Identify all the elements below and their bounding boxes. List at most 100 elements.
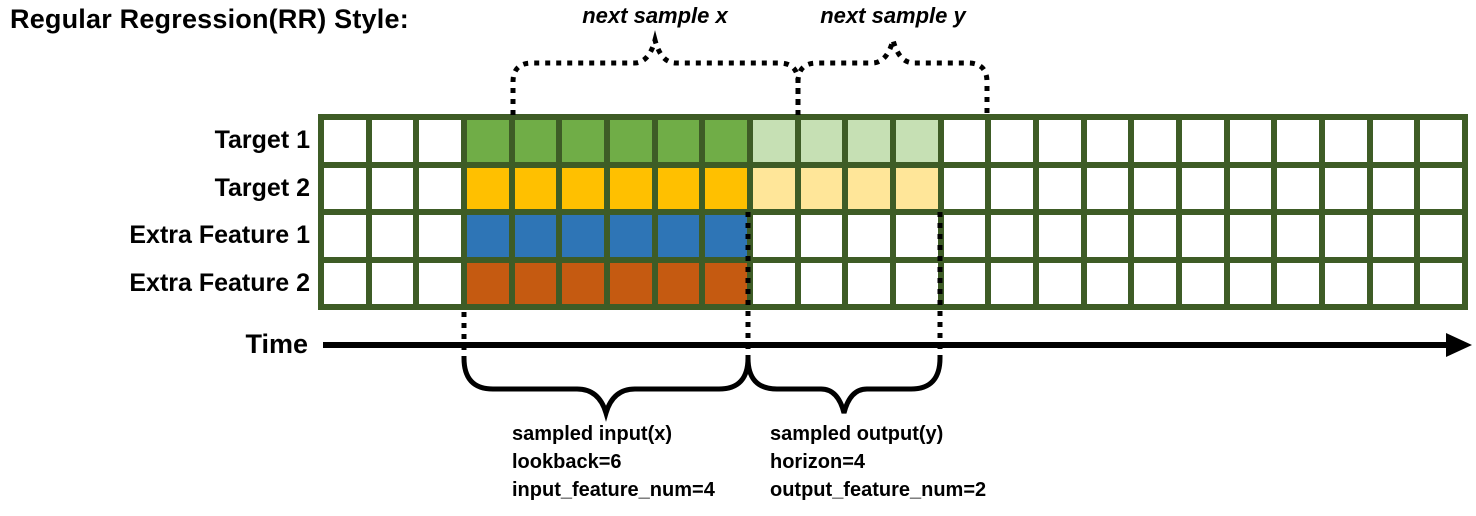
time-arrow-head [1446, 333, 1472, 357]
grid-cell [800, 120, 843, 162]
grid-cell [1229, 262, 1272, 304]
grid-cell [562, 167, 604, 209]
grid-cell [419, 262, 461, 304]
grid-cell [800, 167, 843, 209]
grid-cell [657, 167, 700, 209]
grid-cell [562, 120, 604, 162]
grid-cell [1325, 120, 1367, 162]
grid-cell [514, 215, 557, 257]
grid-cell [896, 215, 938, 257]
grid-cell [1086, 262, 1129, 304]
grid-cell [1372, 167, 1415, 209]
sampled-output-brace [745, 357, 943, 414]
grid-cell [896, 262, 938, 304]
grid-cell [848, 120, 890, 162]
grid-cell [896, 167, 938, 209]
sampled-output-line2: horizon=4 [770, 451, 866, 473]
grid-cell [1039, 262, 1081, 304]
grid-cell [324, 215, 366, 257]
grid-cell [705, 215, 747, 257]
grid-cell [324, 120, 366, 162]
grid-cell [1277, 215, 1319, 257]
grid-cell [1229, 167, 1272, 209]
grid-cell [753, 262, 795, 304]
grid-cell [943, 262, 986, 304]
grid-cell [943, 120, 986, 162]
grid-cell [753, 167, 795, 209]
grid-cell [1086, 215, 1129, 257]
sampled-output-line3: output_feature_num=2 [770, 479, 987, 501]
grid-cell [610, 167, 652, 209]
grid-cell [1134, 167, 1176, 209]
sampled-input-line1: sampled input(x) [512, 423, 673, 445]
grid-cell [753, 215, 795, 257]
sampled-output-note: sampled output(y) horizon=4 output_feature… [770, 420, 986, 504]
sampled-input-brace [461, 357, 751, 422]
grid-cell [1325, 262, 1367, 304]
sampled-input-line2: lookback=6 [512, 451, 622, 473]
grid-cell [1134, 215, 1176, 257]
grid-cell [943, 167, 986, 209]
row-label: Target 1 [214, 126, 310, 155]
grid-cell [896, 120, 938, 162]
next-sample-x-brace [510, 30, 801, 115]
grid-cell [657, 215, 700, 257]
time-axis-label: Time [245, 329, 308, 359]
grid-cell [1325, 215, 1367, 257]
sampled-input-line3: input_feature_num=4 [512, 479, 715, 501]
grid-cell [1420, 167, 1462, 209]
grid-cell [1325, 167, 1367, 209]
grid-cell [1229, 120, 1272, 162]
grid-cell [1229, 215, 1272, 257]
grid-cell [1086, 120, 1129, 162]
grid-cell [610, 215, 652, 257]
grid-cell [371, 215, 414, 257]
grid-cell [467, 262, 509, 304]
grid-cell [991, 262, 1033, 304]
grid-cell [1039, 167, 1081, 209]
grid-cell [1086, 167, 1129, 209]
grid-cell [991, 167, 1033, 209]
grid-cell [514, 120, 557, 162]
grid-cell [1277, 262, 1319, 304]
grid-cell [848, 262, 890, 304]
grid-cell [324, 167, 366, 209]
grid-cell [991, 215, 1033, 257]
grid-cell [610, 262, 652, 304]
grid-cell [800, 262, 843, 304]
row-label: Target 2 [214, 173, 310, 202]
grid-cell [419, 215, 461, 257]
grid-cell [1182, 167, 1224, 209]
grid-cell [1134, 262, 1176, 304]
grid-cell [467, 167, 509, 209]
sample-grid [318, 114, 1468, 310]
grid-cell [371, 262, 414, 304]
grid-cell [514, 167, 557, 209]
grid-cell [848, 215, 890, 257]
grid-cell [657, 120, 700, 162]
grid-cell [1420, 215, 1462, 257]
grid-cell [1420, 120, 1462, 162]
grid-cell [1039, 120, 1081, 162]
grid-cell [324, 262, 366, 304]
grid-cell [1372, 215, 1415, 257]
grid-cell [610, 120, 652, 162]
grid-cell [371, 120, 414, 162]
row-label: Extra Feature 1 [129, 221, 310, 250]
grid-cell [1182, 215, 1224, 257]
next-sample-x-label: next sample x [582, 3, 728, 28]
sampled-input-note: sampled input(x) lookback=6 input_feature_… [512, 420, 715, 504]
grid-cell [800, 215, 843, 257]
grid-cell [1039, 215, 1081, 257]
grid-cell [1182, 120, 1224, 162]
grid-cell [1134, 120, 1176, 162]
sampled-output-line1: sampled output(y) [770, 423, 944, 445]
grid-cell [848, 167, 890, 209]
grid-cell [705, 120, 747, 162]
grid-cell [514, 262, 557, 304]
grid-cell [943, 215, 986, 257]
grid-cell [991, 120, 1033, 162]
grid-cell [562, 262, 604, 304]
